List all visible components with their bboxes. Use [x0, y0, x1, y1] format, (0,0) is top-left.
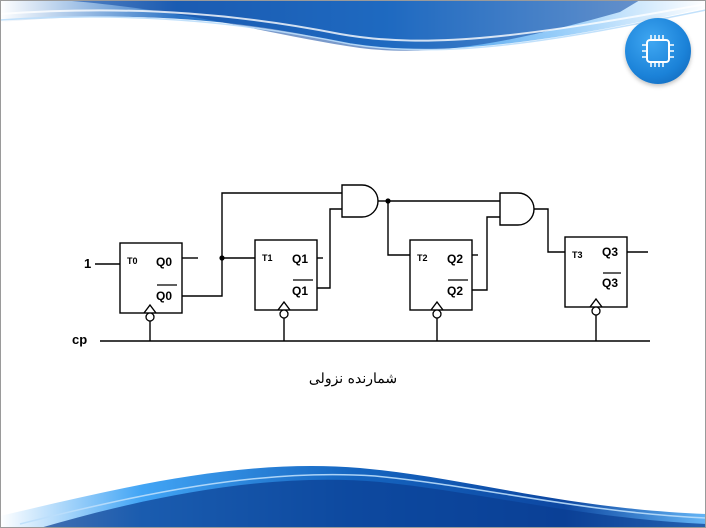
input-label: 1	[84, 256, 91, 271]
slide-caption: شمارنده نزولی	[308, 371, 398, 387]
ff0-t-label: T0	[127, 256, 138, 266]
ff0-qbar-label: Q0	[156, 289, 172, 303]
ff2-qbar-label: Q2	[447, 284, 463, 298]
ff3-clock-triangle	[589, 297, 603, 308]
ff2-clock-triangle	[430, 300, 444, 311]
ff3-qbar-label: Q3	[602, 276, 618, 290]
flip-flop-0: T0 Q0 Q0	[119, 242, 183, 322]
ff1-t-label: T1	[262, 253, 273, 263]
ff1-qbar-label: Q1	[292, 284, 308, 298]
ff3-t-label: T3	[572, 250, 583, 260]
ff0-clock-bubble	[145, 312, 155, 322]
ff0-q-label: Q0	[156, 255, 172, 269]
ff2-q-label: Q2	[447, 252, 463, 266]
ff2-t-label: T2	[417, 253, 428, 263]
flip-flop-3: T3 Q3 Q3	[564, 236, 628, 316]
junction-dot-1	[219, 255, 225, 261]
ff1-q-label: Q1	[292, 252, 308, 266]
chip-badge	[625, 18, 691, 84]
flip-flop-1: T1 Q1 Q1	[254, 239, 318, 319]
junction-dot-2	[385, 198, 391, 204]
circuit-wires	[100, 192, 650, 342]
flip-flop-2: T2 Q2 Q2	[409, 239, 473, 319]
ff3-q-label: Q3	[602, 245, 618, 259]
clock-label: cp	[72, 332, 87, 347]
ff1-clock-triangle	[277, 300, 291, 311]
top-swoosh-decoration	[0, 0, 706, 51]
chip-icon	[642, 35, 674, 67]
bottom-swoosh-decoration	[0, 460, 706, 528]
ff1-clock-bubble	[279, 309, 289, 319]
ff0-clock-triangle	[143, 303, 157, 314]
and-gate-2	[499, 192, 535, 226]
ff2-clock-bubble	[432, 309, 442, 319]
ff3-clock-bubble	[591, 306, 601, 316]
and-gate-1	[341, 184, 379, 218]
